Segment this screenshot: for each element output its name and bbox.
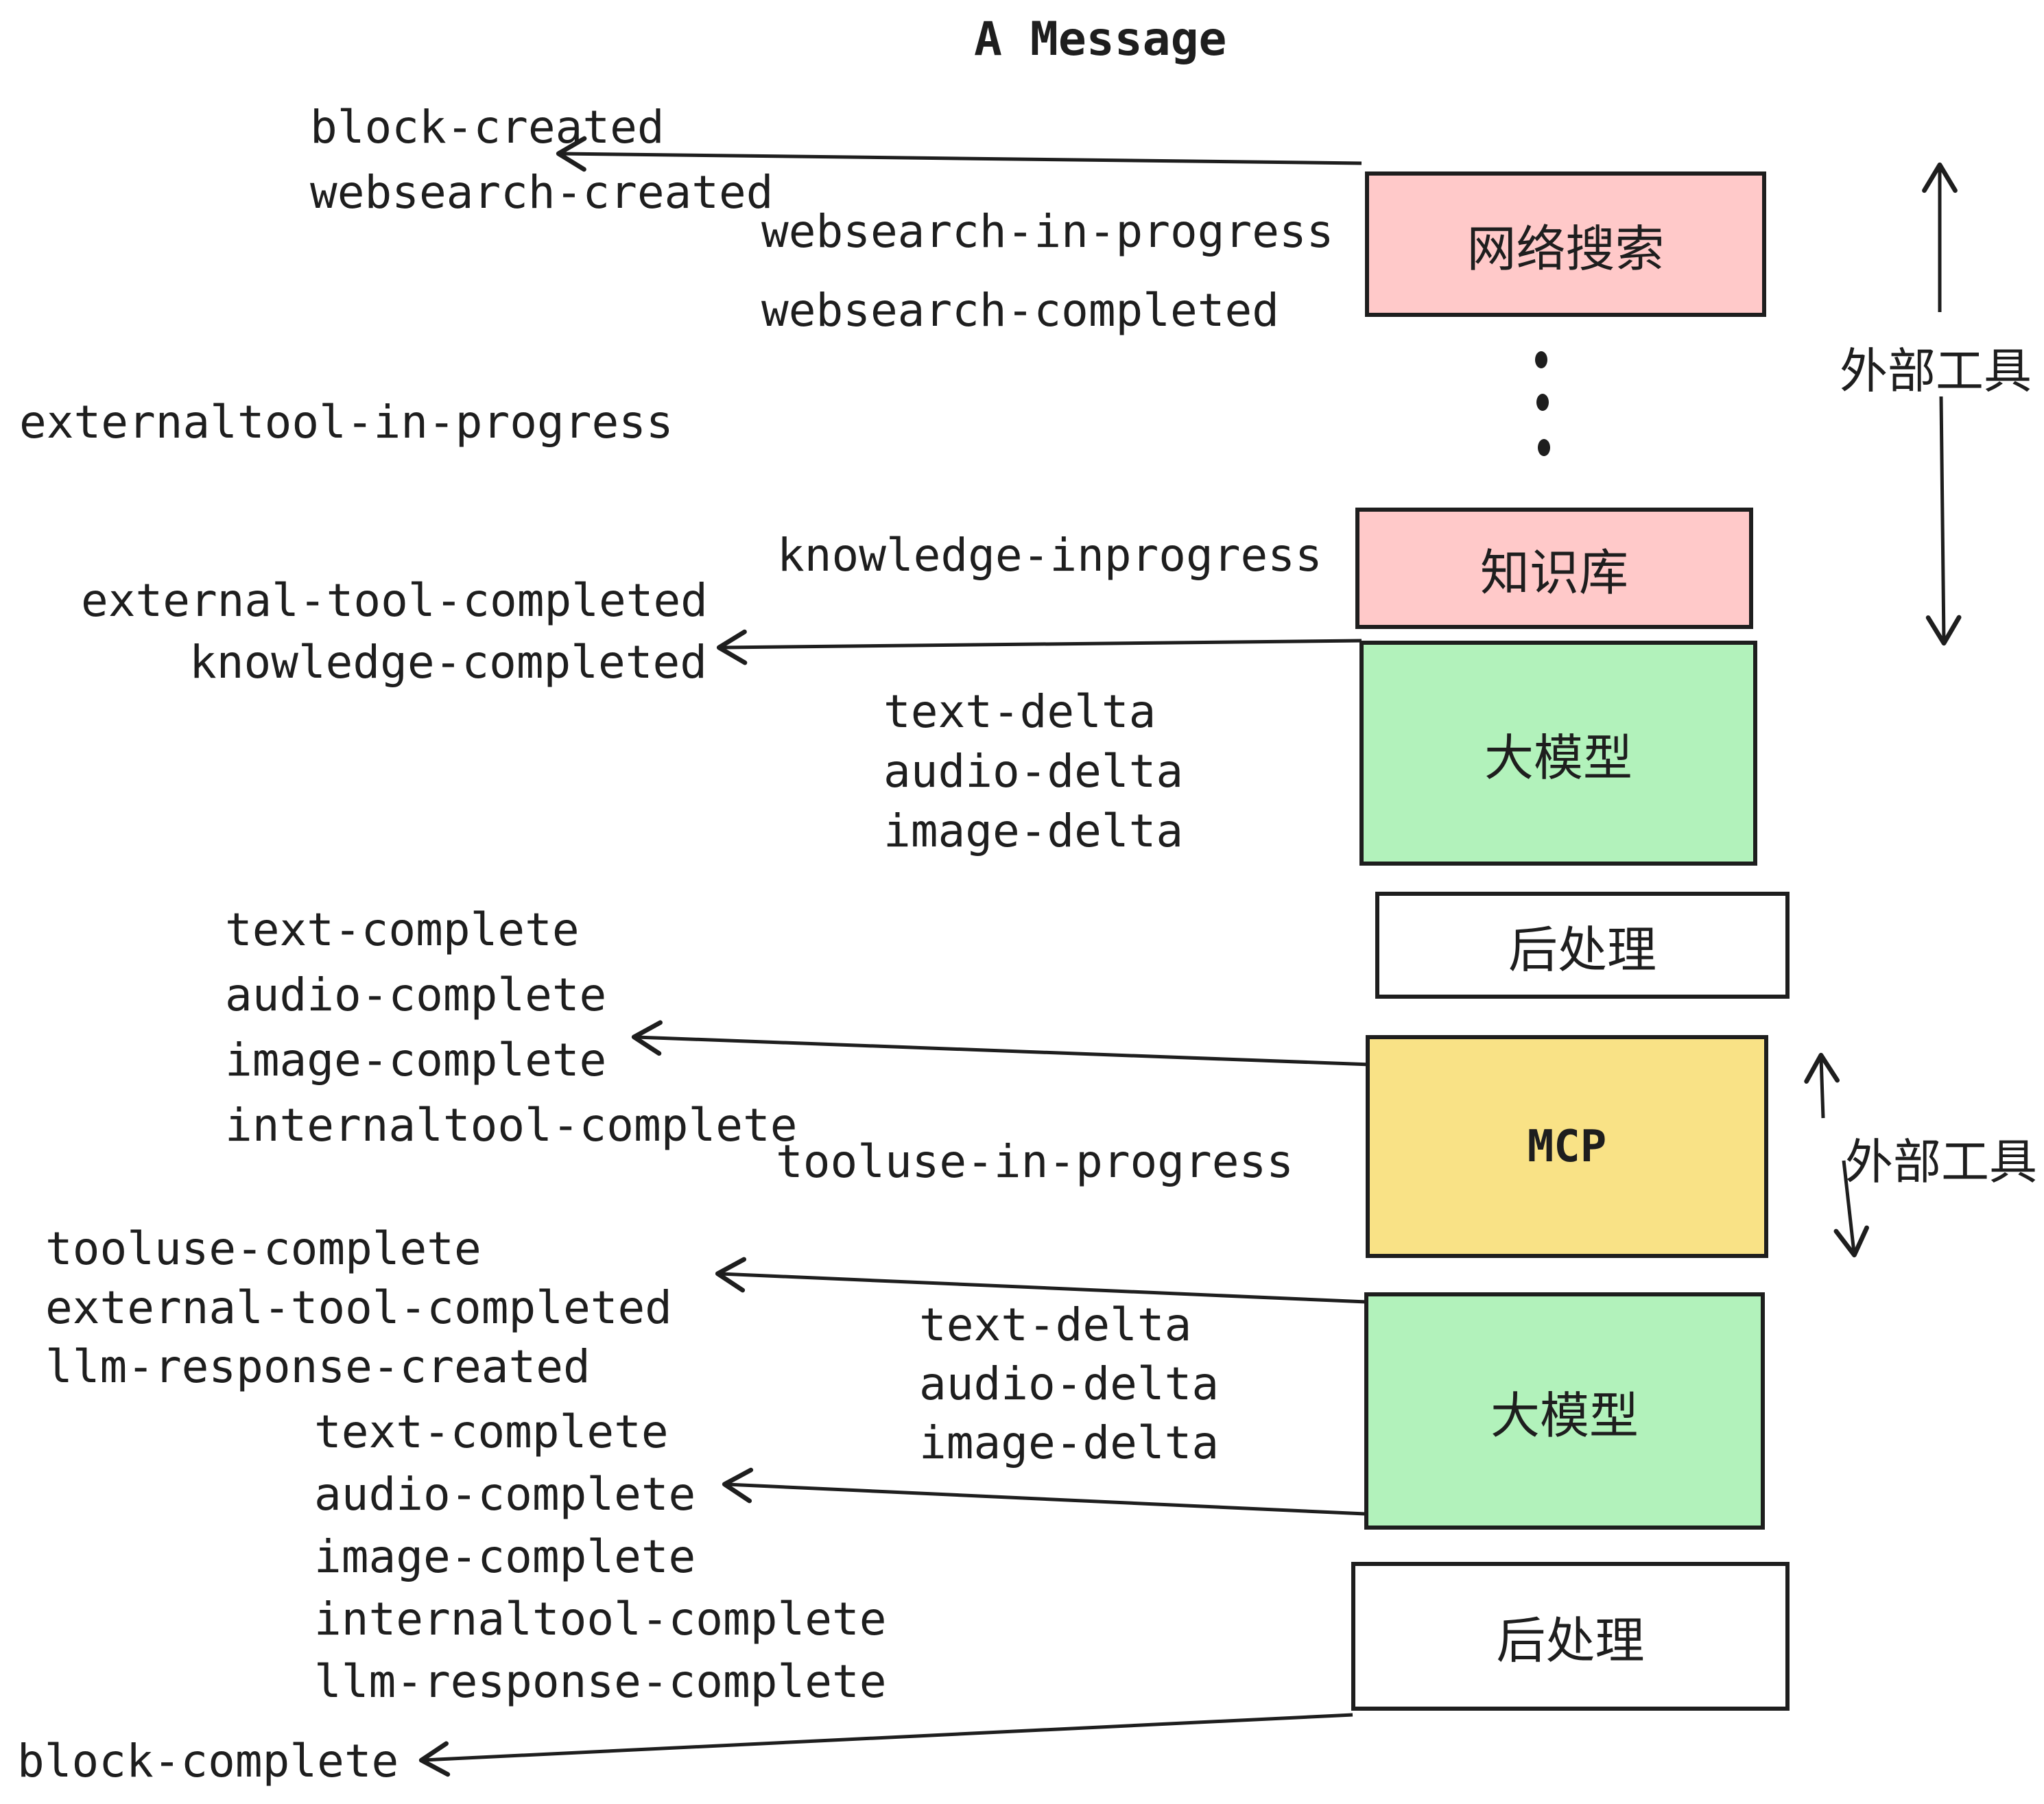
arrow-image-complete <box>631 1020 1371 1067</box>
event-knowledge-inprogress: knowledge-inprogress <box>777 529 1322 582</box>
llm-box-2-label: 大模型 <box>1490 1388 1639 1444</box>
llm-box-1-label: 大模型 <box>1484 731 1632 786</box>
event-audio-complete-1: audio-complete <box>225 969 607 1021</box>
external-tool-down-arrow-1 <box>1925 396 1962 646</box>
event-audio-delta-1: audio-delta <box>883 745 1184 798</box>
event-text-complete-2: text-complete <box>314 1405 669 1458</box>
ellipsis-dot <box>1536 394 1549 411</box>
event-externaltool-in-progress: externaltool-in-progress <box>19 396 674 449</box>
event-internaltool-complete-2: internaltool-complete <box>314 1593 887 1646</box>
knowledge-base-box: 知识库 <box>1355 508 1753 629</box>
event-image-delta-1: image-delta <box>883 805 1184 857</box>
llm-box-1: 大模型 <box>1359 641 1757 866</box>
external-tool-side-label-1: 外部工具 <box>1840 344 2032 398</box>
arrow-knowledge-completed <box>716 629 1362 665</box>
event-text-delta-2: text-delta <box>919 1298 1192 1351</box>
postprocess-box-2-label: 后处理 <box>1496 1614 1645 1669</box>
event-llm-response-complete: llm-response-complete <box>314 1655 887 1708</box>
knowledge-base-box-label: 知识库 <box>1479 546 1628 601</box>
postprocess-box-2: 后处理 <box>1351 1562 1790 1711</box>
event-block-complete: block-complete <box>17 1735 399 1788</box>
event-tooluse-complete: tooluse-complete <box>45 1222 482 1275</box>
event-websearch-completed: websearch-completed <box>761 284 1279 337</box>
event-external-tool-completed-1: external-tool-completed <box>81 574 708 627</box>
event-audio-complete-2: audio-complete <box>314 1468 696 1521</box>
external-tool-down-arrow-2 <box>1833 1160 1869 1258</box>
arrow-audio-complete <box>722 1467 1366 1516</box>
event-text-delta-1: text-delta <box>883 685 1156 738</box>
event-image-complete-2: image-complete <box>314 1530 696 1583</box>
event-image-delta-2: image-delta <box>919 1416 1220 1469</box>
event-audio-delta-2: audio-delta <box>919 1357 1220 1410</box>
websearch-box: 网络搜索 <box>1365 171 1766 317</box>
postprocess-box-1-label: 后处理 <box>1508 923 1656 978</box>
ellipsis-dot <box>1538 439 1550 456</box>
arrow-block-created <box>556 136 1362 172</box>
event-internaltool-complete-1: internaltool-complete <box>225 1099 798 1152</box>
event-tooluse-in-progress: tooluse-in-progress <box>776 1135 1294 1188</box>
event-external-tool-completed-2: external-tool-completed <box>45 1281 672 1334</box>
event-llm-response-created: llm-response-created <box>45 1340 591 1393</box>
event-block-created: block-created <box>310 101 665 154</box>
websearch-box-label: 网络搜索 <box>1466 222 1665 277</box>
ellipsis-dot <box>1535 351 1547 368</box>
llm-box-2: 大模型 <box>1364 1292 1765 1530</box>
event-websearch-created: websearch-created <box>310 166 774 219</box>
arrow-tooluse-complete <box>715 1257 1367 1304</box>
event-image-complete-1: image-complete <box>225 1034 607 1087</box>
external-tool-up-arrow-2 <box>1804 1052 1840 1119</box>
arrow-block-complete <box>418 1713 1353 1777</box>
postprocess-box-1: 后处理 <box>1375 892 1790 999</box>
mcp-box: MCP <box>1366 1035 1768 1258</box>
event-websearch-in-progress: websearch-in-progress <box>761 205 1334 258</box>
event-text-complete-1: text-complete <box>225 903 580 956</box>
external-tool-side-label-2: 外部工具 <box>1845 1135 2037 1189</box>
mcp-box-label: MCP <box>1527 1121 1607 1172</box>
diagram-title: A Message <box>974 12 1227 67</box>
event-knowledge-completed: knowledge-completed <box>189 636 707 689</box>
